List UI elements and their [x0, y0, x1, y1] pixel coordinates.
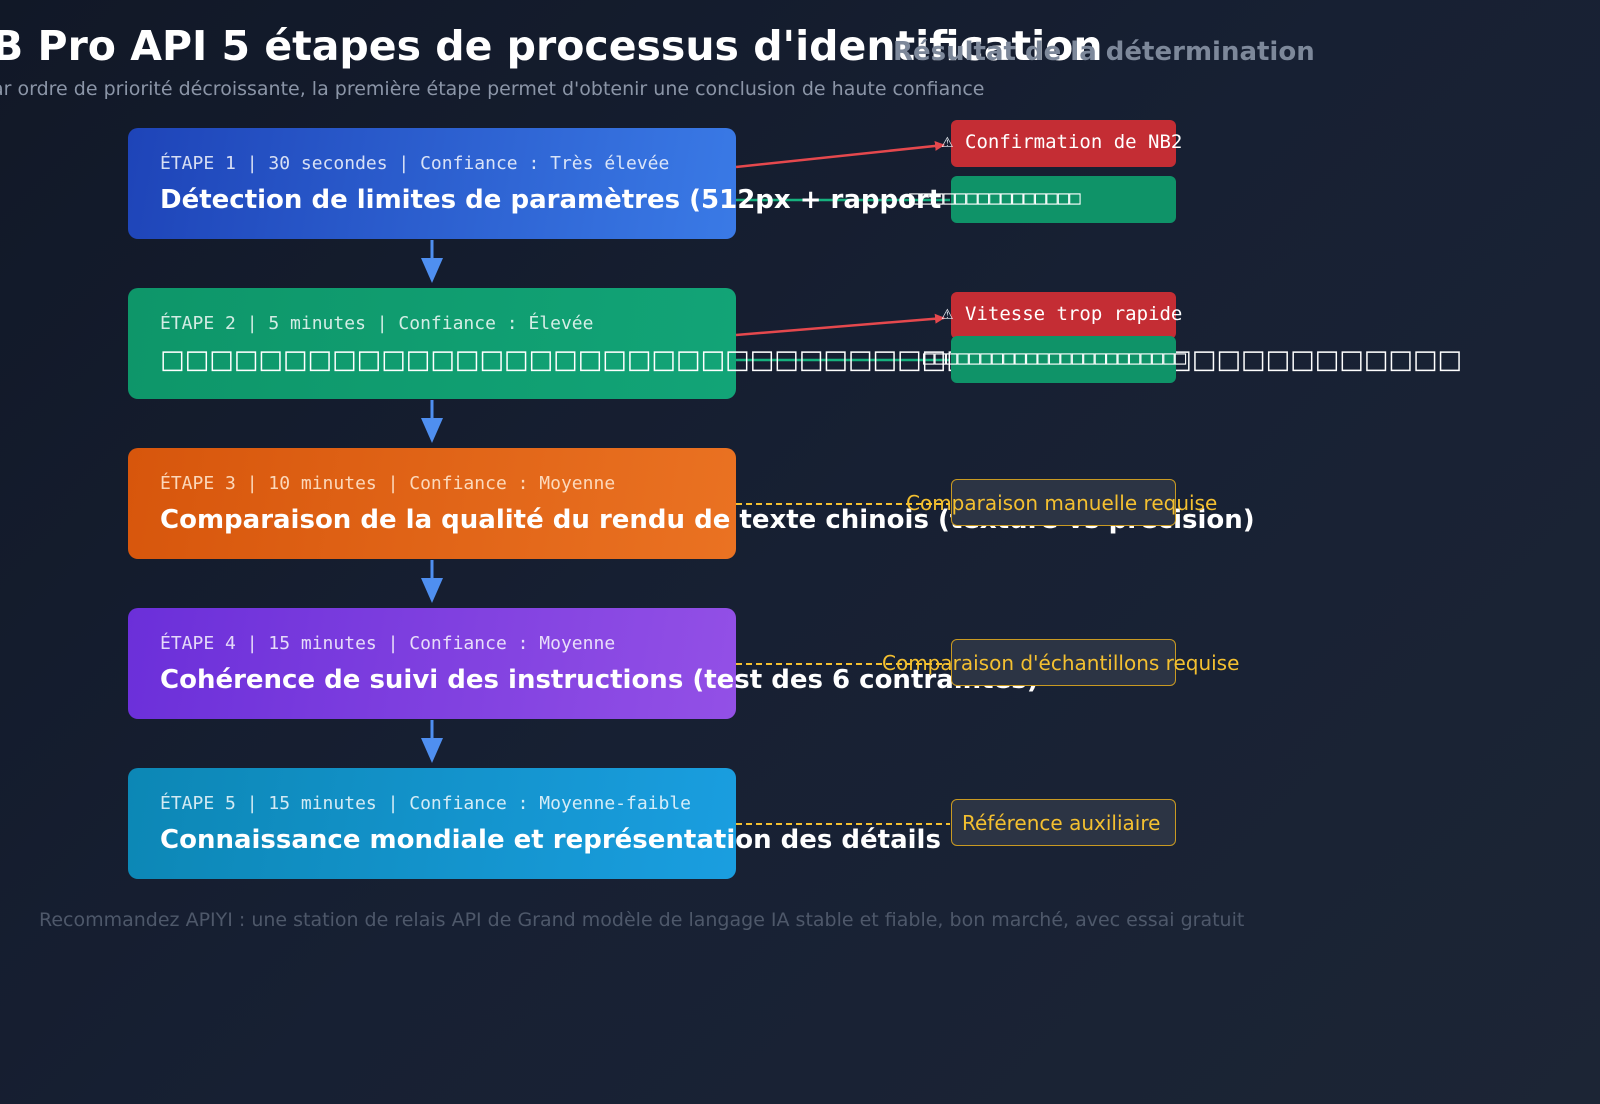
result-label: □□□□□□□□□□□□□□□: [909, 187, 1081, 209]
step-meta: ÉTAPE 1 | 30 secondes | Confiance : Très…: [160, 153, 670, 174]
connector-warning: [735, 140, 945, 169]
result-ok-badge: □□□□□□□□□□□□□□□: [909, 176, 1176, 223]
flow-arrow: [421, 720, 443, 763]
result-reference-badge: Référence auxiliaire: [951, 799, 1176, 846]
result-review-badge: Comparaison manuelle requise: [906, 479, 1217, 526]
result-warning-badge: ⚠ Confirmation de NB2: [941, 120, 1182, 167]
result-label: Comparaison manuelle requise: [906, 491, 1218, 515]
step-meta: ÉTAPE 5 | 15 minutes | Confiance : Moyen…: [160, 793, 692, 814]
page-subtitle: ar ordre de priorité décroissante, la pr…: [0, 78, 985, 100]
warning-icon: ⚠: [941, 307, 954, 323]
result-review-badge: Comparaison d'échantillons requise: [882, 639, 1239, 686]
result-label: Confirmation de NB2: [965, 131, 1183, 153]
flow-arrow: [421, 560, 443, 603]
step-4-box: ÉTAPE 4 | 15 minutes | Confiance : Moyen…: [128, 608, 1039, 719]
step-3-box: ÉTAPE 3 | 10 minutes | Confiance : Moyen…: [128, 448, 1255, 559]
step-title: Détection de limites de paramètres (512p…: [160, 185, 1005, 215]
step-meta: ÉTAPE 3 | 10 minutes | Confiance : Moyen…: [160, 473, 616, 494]
step-1-box: ÉTAPE 1 | 30 secondes | Confiance : Très…: [128, 128, 1005, 239]
step-meta: ÉTAPE 4 | 15 minutes | Confiance : Moyen…: [160, 633, 616, 654]
result-label: Référence auxiliaire: [962, 811, 1161, 835]
footer-note: Recommandez APIYI : une station de relai…: [39, 909, 1245, 931]
result-label: Vitesse trop rapide: [965, 303, 1183, 325]
results-column-heading: Résultat de la détermination: [893, 37, 1315, 67]
step-meta: ÉTAPE 2 | 5 minutes | Confiance : Élevée: [160, 313, 594, 334]
connector-warning: [735, 313, 945, 337]
flow-arrow: [421, 400, 443, 443]
step-title: Cohérence de suivi des instructions (tes…: [160, 665, 1039, 695]
result-warning-badge: ⚠ Vitesse trop rapide: [941, 292, 1182, 339]
page-title: B Pro API 5 étapes de processus d'identi…: [0, 22, 1103, 70]
result-label: Comparaison d'échantillons requise: [882, 651, 1240, 675]
step-5-box: ÉTAPE 5 | 15 minutes | Confiance : Moyen…: [128, 768, 941, 879]
step-title: Connaissance mondiale et représentation …: [160, 825, 941, 855]
step-2-box: ÉTAPE 2 | 5 minutes | Confiance : Élevée…: [128, 288, 1462, 399]
result-ok-badge: □□□□□□□□□□□□□□□□□□□□□□□: [923, 336, 1186, 383]
step-title: □□□□□□□□□□□□□□□□□□□□□□□□□□□□□□□□□□□□□□□□…: [160, 345, 1462, 375]
result-label: □□□□□□□□□□□□□□□□□□□□□□□: [923, 347, 1187, 369]
flow-arrow: [421, 240, 443, 283]
warning-icon: ⚠: [941, 135, 954, 151]
